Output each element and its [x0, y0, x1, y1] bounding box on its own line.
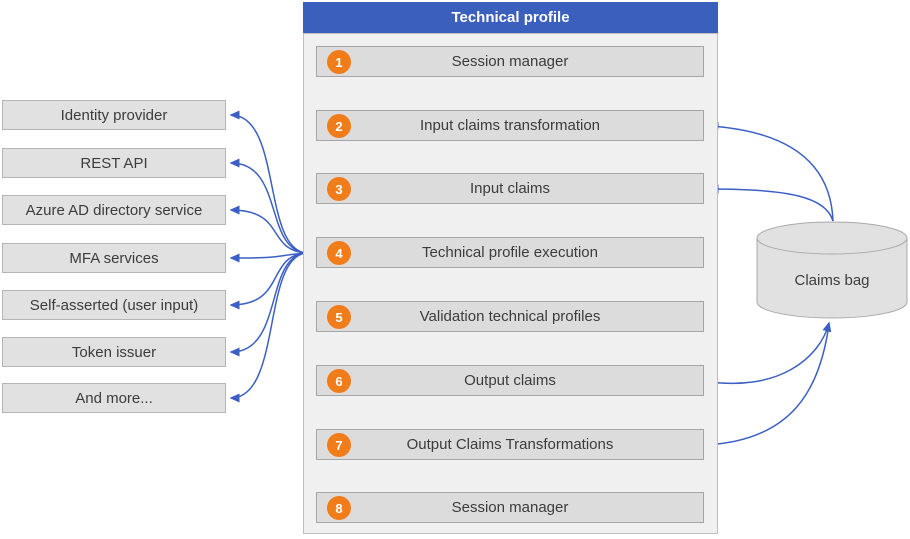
- claims-read-arrows: [708, 122, 834, 222]
- step-label: Validation technical profiles: [419, 308, 601, 325]
- step-box-7: 7 Output Claims Transformations: [316, 429, 704, 460]
- source-label: MFA services: [69, 249, 159, 267]
- claims-write-arrows: [703, 321, 832, 446]
- fan-arrow: [229, 205, 307, 254]
- technical-profile-header: Technical profile: [303, 2, 718, 33]
- source-box-rest-api: REST API: [2, 148, 226, 178]
- step-box-8: 8 Session manager: [316, 492, 704, 523]
- step-box-2: 2 Input claims transformation: [316, 110, 704, 141]
- step-number-badge: 1: [327, 50, 351, 74]
- source-box-identity-provider: Identity provider: [2, 100, 226, 130]
- fan-arrow: [229, 158, 307, 254]
- step-label: Output Claims Transformations: [406, 436, 614, 453]
- step-box-5: 5 Validation technical profiles: [316, 301, 704, 332]
- step-label: Technical profile execution: [422, 244, 598, 261]
- step-label: Input claims transformation: [419, 117, 601, 134]
- source-label: REST API: [80, 154, 148, 172]
- claims-read-arrow: [708, 122, 834, 222]
- diagram-title: Technical profile: [451, 9, 570, 26]
- step-label: Session manager: [451, 499, 569, 516]
- step-number-badge: 3: [327, 177, 351, 201]
- source-label: Identity provider: [60, 106, 168, 124]
- step-box-3: 3 Input claims: [316, 173, 704, 204]
- fan-arrow: [229, 252, 307, 263]
- fan-arrow: [229, 252, 307, 310]
- step-box-6: 6 Output claims: [316, 365, 704, 396]
- step-box-4: 4 Technical profile execution: [316, 237, 704, 268]
- claims-read-arrow: [708, 184, 834, 222]
- fan-arrow: [229, 252, 307, 403]
- source-label: Self-asserted (user input): [29, 296, 199, 314]
- step-number-badge: 2: [327, 114, 351, 138]
- step-number-badge: 7: [327, 433, 351, 457]
- fan-arrow: [229, 110, 307, 254]
- fan-arrow: [229, 252, 307, 357]
- source-label: And more...: [75, 389, 153, 407]
- claims-bag-cylinder: [756, 221, 908, 319]
- step-number-badge: 5: [327, 305, 351, 329]
- claims-write-arrow: [703, 323, 830, 446]
- claims-bag-label: Claims bag: [794, 272, 870, 289]
- source-box-self-asserted: Self-asserted (user input): [2, 290, 226, 320]
- source-box-mfa-services: MFA services: [2, 243, 226, 273]
- source-box-and-more: And more...: [2, 383, 226, 413]
- step-label: Input claims: [469, 180, 551, 197]
- source-box-azure-ad-directory: Azure AD directory service: [2, 195, 226, 225]
- step-label: Output claims: [464, 372, 556, 389]
- source-label: Azure AD directory service: [25, 201, 203, 219]
- step-label: Session manager: [451, 53, 569, 70]
- source-label: Token issuer: [71, 343, 157, 361]
- step-number-badge: 8: [327, 496, 351, 520]
- step-number-badge: 6: [327, 369, 351, 393]
- claims-write-arrow: [703, 321, 832, 385]
- step-number-badge: 4: [327, 241, 351, 265]
- source-box-token-issuer: Token issuer: [2, 337, 226, 367]
- step-box-1: 1 Session manager: [316, 46, 704, 77]
